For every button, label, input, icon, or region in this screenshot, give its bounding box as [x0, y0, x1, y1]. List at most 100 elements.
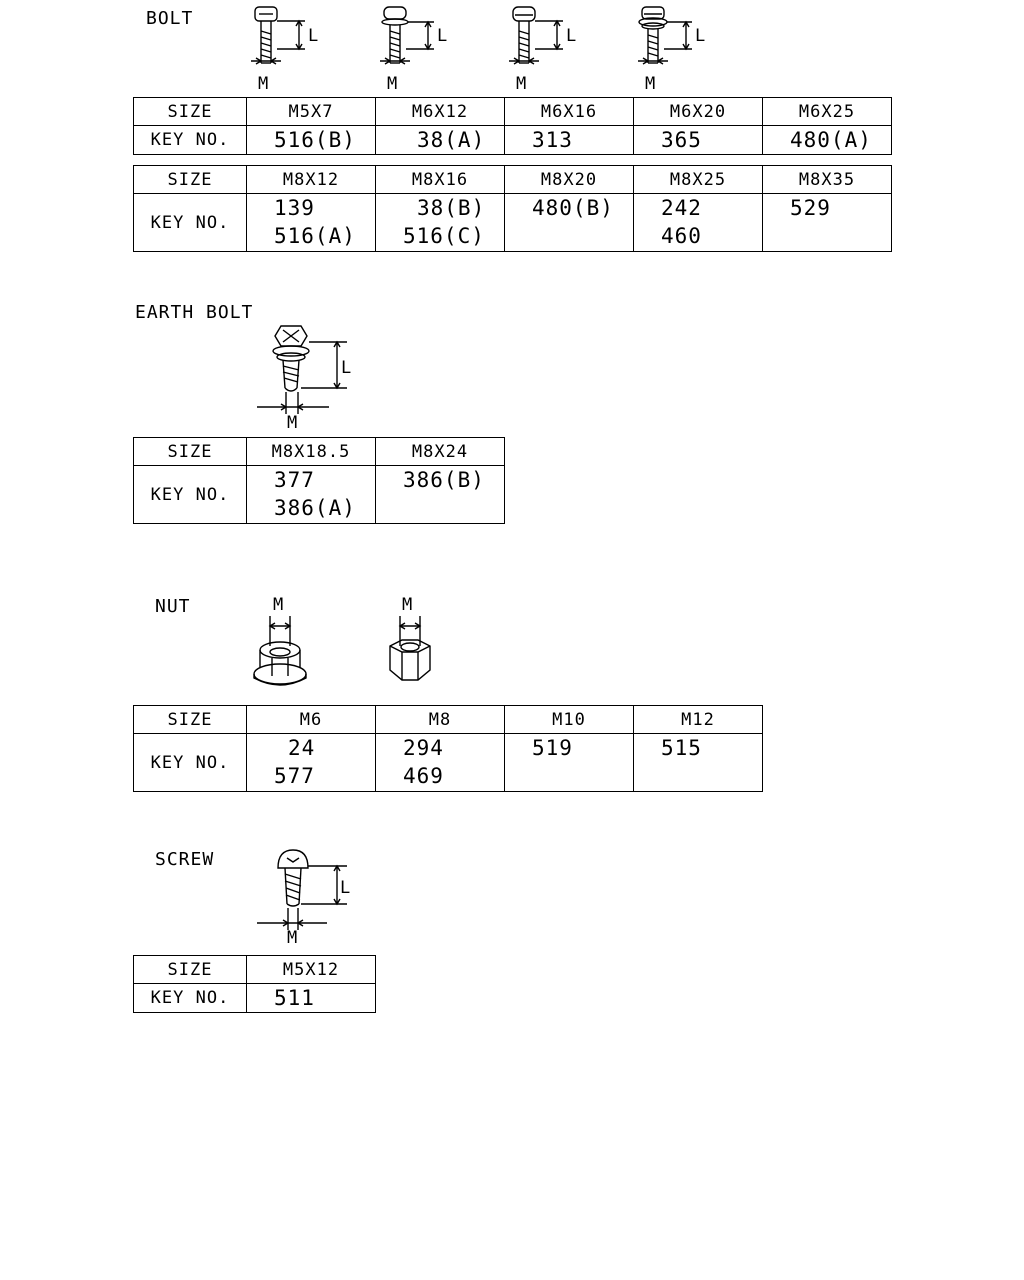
table-row: SIZE M6 M8 M10 M12	[133, 705, 763, 734]
key-number: 139	[274, 196, 315, 220]
bolt2-diameter-label: M	[387, 74, 398, 94]
size-cell: M8X24	[375, 437, 505, 466]
screw-size-table: SIZE M5X12 KEY NO. 511	[133, 955, 376, 1013]
key-number: 386(B)	[403, 468, 485, 492]
key-number: 519	[532, 736, 573, 760]
hex-nut-icon	[389, 616, 431, 681]
key-row-label: KEY NO.	[133, 465, 247, 524]
bolt1-length-label: L	[308, 26, 319, 46]
bolt3-diameter-label: M	[516, 74, 527, 94]
key-cell: 313	[504, 125, 634, 155]
key-number: 386(A)	[274, 496, 356, 520]
key-number: 365	[661, 128, 702, 152]
key-number: 516(B)	[274, 128, 356, 152]
flange-bolt-icon	[380, 6, 434, 65]
table-row: KEY NO. 377 386(A) 386(B)	[133, 465, 505, 524]
size-cell: M6X12	[375, 97, 505, 126]
key-number: 294	[403, 736, 444, 760]
key-cell: 519	[504, 733, 634, 792]
key-number: 38(A)	[417, 128, 486, 152]
size-cell: M6X16	[504, 97, 634, 126]
size-row-label: SIZE	[133, 437, 247, 466]
size-cell: M5X7	[246, 97, 376, 126]
size-cell: M6X25	[762, 97, 892, 126]
screw-section-title: SCREW	[155, 849, 215, 870]
earth-bolt-length-label: L	[341, 358, 352, 378]
hex-washer-bolt-icon	[509, 6, 563, 65]
key-number: 516(A)	[274, 224, 356, 248]
key-number: 480(B)	[532, 196, 614, 220]
screw-length-label: L	[340, 878, 351, 898]
size-cell: M12	[633, 705, 763, 734]
key-cell: 516(B)	[246, 125, 376, 155]
bolt-section-title: BOLT	[146, 8, 194, 29]
earth-bolt-icon	[257, 325, 347, 414]
washer-faced-bolt-icon	[638, 6, 692, 65]
key-cell: 480(B)	[504, 193, 634, 252]
size-cell: M8X20	[504, 165, 634, 194]
key-number: 511	[274, 986, 315, 1010]
size-cell: M8X16	[375, 165, 505, 194]
nut-section-title: NUT	[155, 596, 191, 617]
bolt2-length-label: L	[437, 26, 448, 46]
size-cell: M6	[246, 705, 376, 734]
bolt4-length-label: L	[695, 26, 706, 46]
size-row-label: SIZE	[133, 165, 247, 194]
bolt1-diameter-label: M	[258, 74, 269, 94]
bolt3-length-label: L	[566, 26, 577, 46]
key-cell: 242 460	[633, 193, 763, 252]
size-row-label: SIZE	[133, 97, 247, 126]
table-row: KEY NO. 24 577 294 469 519 515	[133, 733, 763, 792]
earth-bolt-size-table: SIZE M8X18.5 M8X24 KEY NO. 377 386(A) 38…	[133, 437, 505, 524]
earth-bolt-diameter-label: M	[287, 413, 298, 433]
size-cell: M8X18.5	[246, 437, 376, 466]
bolt-size-table-1: SIZE M5X7 M6X12 M6X16 M6X20 M6X25 KEY NO…	[133, 97, 892, 155]
key-cell: 386(B)	[375, 465, 505, 524]
size-cell: M8X12	[246, 165, 376, 194]
key-row-label: KEY NO.	[133, 733, 247, 792]
key-number: 529	[790, 196, 831, 220]
key-cell: 515	[633, 733, 763, 792]
key-number: 38(B)	[417, 196, 486, 220]
key-row-label: KEY NO.	[133, 193, 247, 252]
size-cell: M5X12	[246, 955, 376, 984]
table-row: KEY NO. 139 516(A) 38(B) 516(C) 480(B) 2…	[133, 193, 892, 252]
key-cell: 480(A)	[762, 125, 892, 155]
nut1-diameter-label: M	[273, 595, 284, 615]
flange-nut-icon	[253, 616, 307, 686]
key-cell: 139 516(A)	[246, 193, 376, 252]
table-row: SIZE M8X18.5 M8X24	[133, 437, 505, 466]
size-cell: M8X25	[633, 165, 763, 194]
table-row: KEY NO. 511	[133, 983, 376, 1013]
key-cell: 365	[633, 125, 763, 155]
nut2-diameter-label: M	[402, 595, 413, 615]
key-cell: 38(B) 516(C)	[375, 193, 505, 252]
key-number: 242	[661, 196, 702, 220]
table-row: SIZE M5X12	[133, 955, 376, 984]
hex-bolt-icon	[251, 6, 305, 65]
key-number: 377	[274, 468, 315, 492]
key-number: 460	[661, 224, 702, 248]
key-row-label: KEY NO.	[133, 983, 247, 1013]
tapping-screw-icon	[257, 849, 347, 930]
size-row-label: SIZE	[133, 955, 247, 984]
key-cell: 294 469	[375, 733, 505, 792]
size-cell: M8X35	[762, 165, 892, 194]
nut-size-table: SIZE M6 M8 M10 M12 KEY NO. 24 577 294 46…	[133, 705, 763, 792]
screw-diameter-label: M	[287, 928, 298, 948]
key-number: 515	[661, 736, 702, 760]
earth-bolt-section-title: EARTH BOLT	[135, 302, 254, 323]
key-number: 24	[288, 736, 316, 760]
table-row: KEY NO. 516(B) 38(A) 313 365 480(A)	[133, 125, 892, 155]
key-number: 516(C)	[403, 224, 485, 248]
key-cell: 377 386(A)	[246, 465, 376, 524]
table-row: SIZE M5X7 M6X12 M6X16 M6X20 M6X25	[133, 97, 892, 126]
size-cell: M8	[375, 705, 505, 734]
key-cell: 529	[762, 193, 892, 252]
key-number: 469	[403, 764, 444, 788]
bolt-size-table-2: SIZE M8X12 M8X16 M8X20 M8X25 M8X35 KEY N…	[133, 165, 892, 252]
key-cell: 511	[246, 983, 376, 1013]
key-cell: 38(A)	[375, 125, 505, 155]
key-number: 313	[532, 128, 573, 152]
table-row: SIZE M8X12 M8X16 M8X20 M8X25 M8X35	[133, 165, 892, 194]
